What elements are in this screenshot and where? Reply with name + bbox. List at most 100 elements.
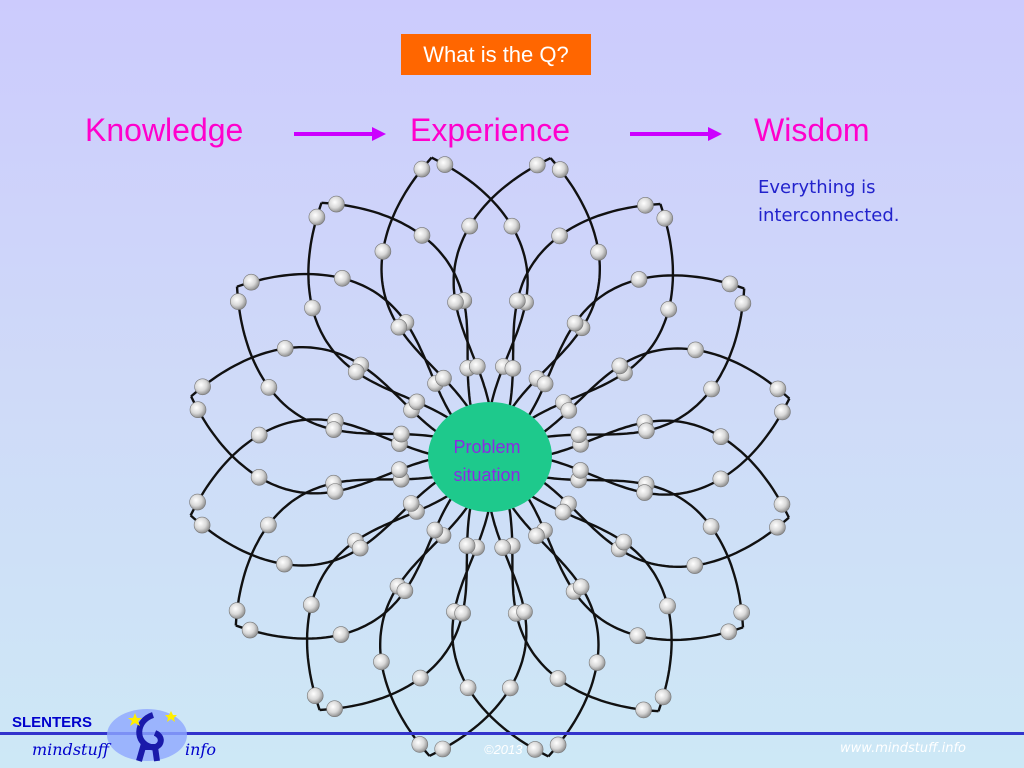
interconnected-note: Everything is interconnected. (758, 174, 958, 230)
web-node (326, 700, 343, 718)
web-node (390, 318, 408, 336)
web-node (572, 578, 590, 596)
brand-info: info (185, 740, 216, 759)
web-node (611, 357, 629, 375)
web-node (413, 227, 431, 244)
knowledge-label: Knowledge (85, 112, 244, 148)
web-node (687, 341, 704, 359)
web-node (243, 273, 260, 291)
experience-label: Experience (410, 112, 571, 148)
center-line-2: situation (453, 465, 521, 485)
web-node (712, 470, 730, 488)
web-node (435, 369, 452, 387)
web-node (393, 425, 410, 443)
web-node (461, 217, 479, 235)
web-node (528, 156, 546, 174)
web-node (504, 360, 522, 377)
slide-title: What is the Q? (401, 34, 591, 75)
web-node (733, 604, 751, 621)
web-nodes (189, 156, 791, 758)
web-node (590, 243, 607, 261)
web-node (549, 670, 567, 687)
web-node (250, 468, 268, 486)
web-node (615, 533, 633, 551)
wisdom-label: Wisdom (754, 112, 870, 148)
web-node (302, 596, 320, 614)
web-node (260, 516, 277, 534)
web-node (494, 539, 512, 556)
web-node (636, 484, 653, 501)
web-node (509, 292, 526, 310)
web-node (189, 401, 207, 419)
web-node (391, 461, 408, 479)
problem-situation-circle (428, 402, 552, 512)
web-node (637, 197, 654, 214)
web-node (638, 422, 655, 440)
web-node (408, 393, 426, 411)
web-node (396, 582, 414, 600)
web-node (702, 518, 720, 535)
web-node (193, 516, 211, 534)
web-node (630, 271, 648, 288)
brand-mindstuff: mindstuff (32, 740, 110, 759)
web-node (373, 653, 390, 671)
web-node (549, 736, 567, 754)
web-node (551, 161, 569, 178)
problem-situation-label: Problem situation (432, 433, 542, 489)
web-node (413, 160, 431, 178)
web-node (536, 375, 554, 393)
web-node (712, 428, 730, 446)
web-node (189, 493, 206, 511)
web-node (325, 421, 343, 438)
web-node (560, 402, 578, 419)
web-node (566, 314, 584, 332)
web-node (528, 527, 545, 545)
web-node (656, 210, 674, 227)
web-node (276, 555, 293, 573)
center-line-1: Problem (453, 437, 521, 457)
web-node (308, 208, 326, 226)
web-node (402, 495, 420, 512)
web-node (241, 621, 259, 639)
web-node (703, 380, 720, 398)
web-node (734, 295, 752, 312)
web-node (554, 503, 572, 521)
web-node (306, 687, 324, 705)
arrow-right-icon (294, 127, 386, 141)
web-node (228, 602, 246, 619)
web-node (503, 217, 521, 235)
web-node (629, 627, 647, 645)
web-node (551, 227, 568, 245)
web-node (774, 403, 791, 421)
web-node (326, 483, 344, 500)
web-node (434, 740, 452, 758)
web-node (412, 669, 429, 687)
note-line-1: Everything is (758, 177, 876, 198)
web-node (570, 426, 588, 444)
note-line-2: interconnected. (758, 205, 900, 226)
web-node (447, 293, 464, 311)
web-node (347, 363, 365, 381)
web-node (351, 539, 369, 557)
web-node (454, 604, 471, 622)
web-node (374, 243, 392, 260)
web-node (304, 299, 321, 317)
web-node (686, 557, 704, 574)
web-node (526, 741, 544, 758)
web-node (458, 537, 476, 554)
web-node (773, 495, 791, 513)
web-node (194, 378, 211, 396)
web-node (411, 736, 429, 753)
web-node (230, 293, 247, 310)
web-node (468, 358, 486, 375)
copyright: ©2013 (484, 742, 523, 757)
web-node (769, 380, 787, 398)
web-node (332, 626, 350, 643)
web-node (769, 518, 786, 536)
web-node (635, 701, 652, 719)
web-node (333, 269, 351, 287)
footer-rule (0, 732, 1024, 735)
web-node (516, 603, 533, 621)
web-node (501, 679, 519, 697)
